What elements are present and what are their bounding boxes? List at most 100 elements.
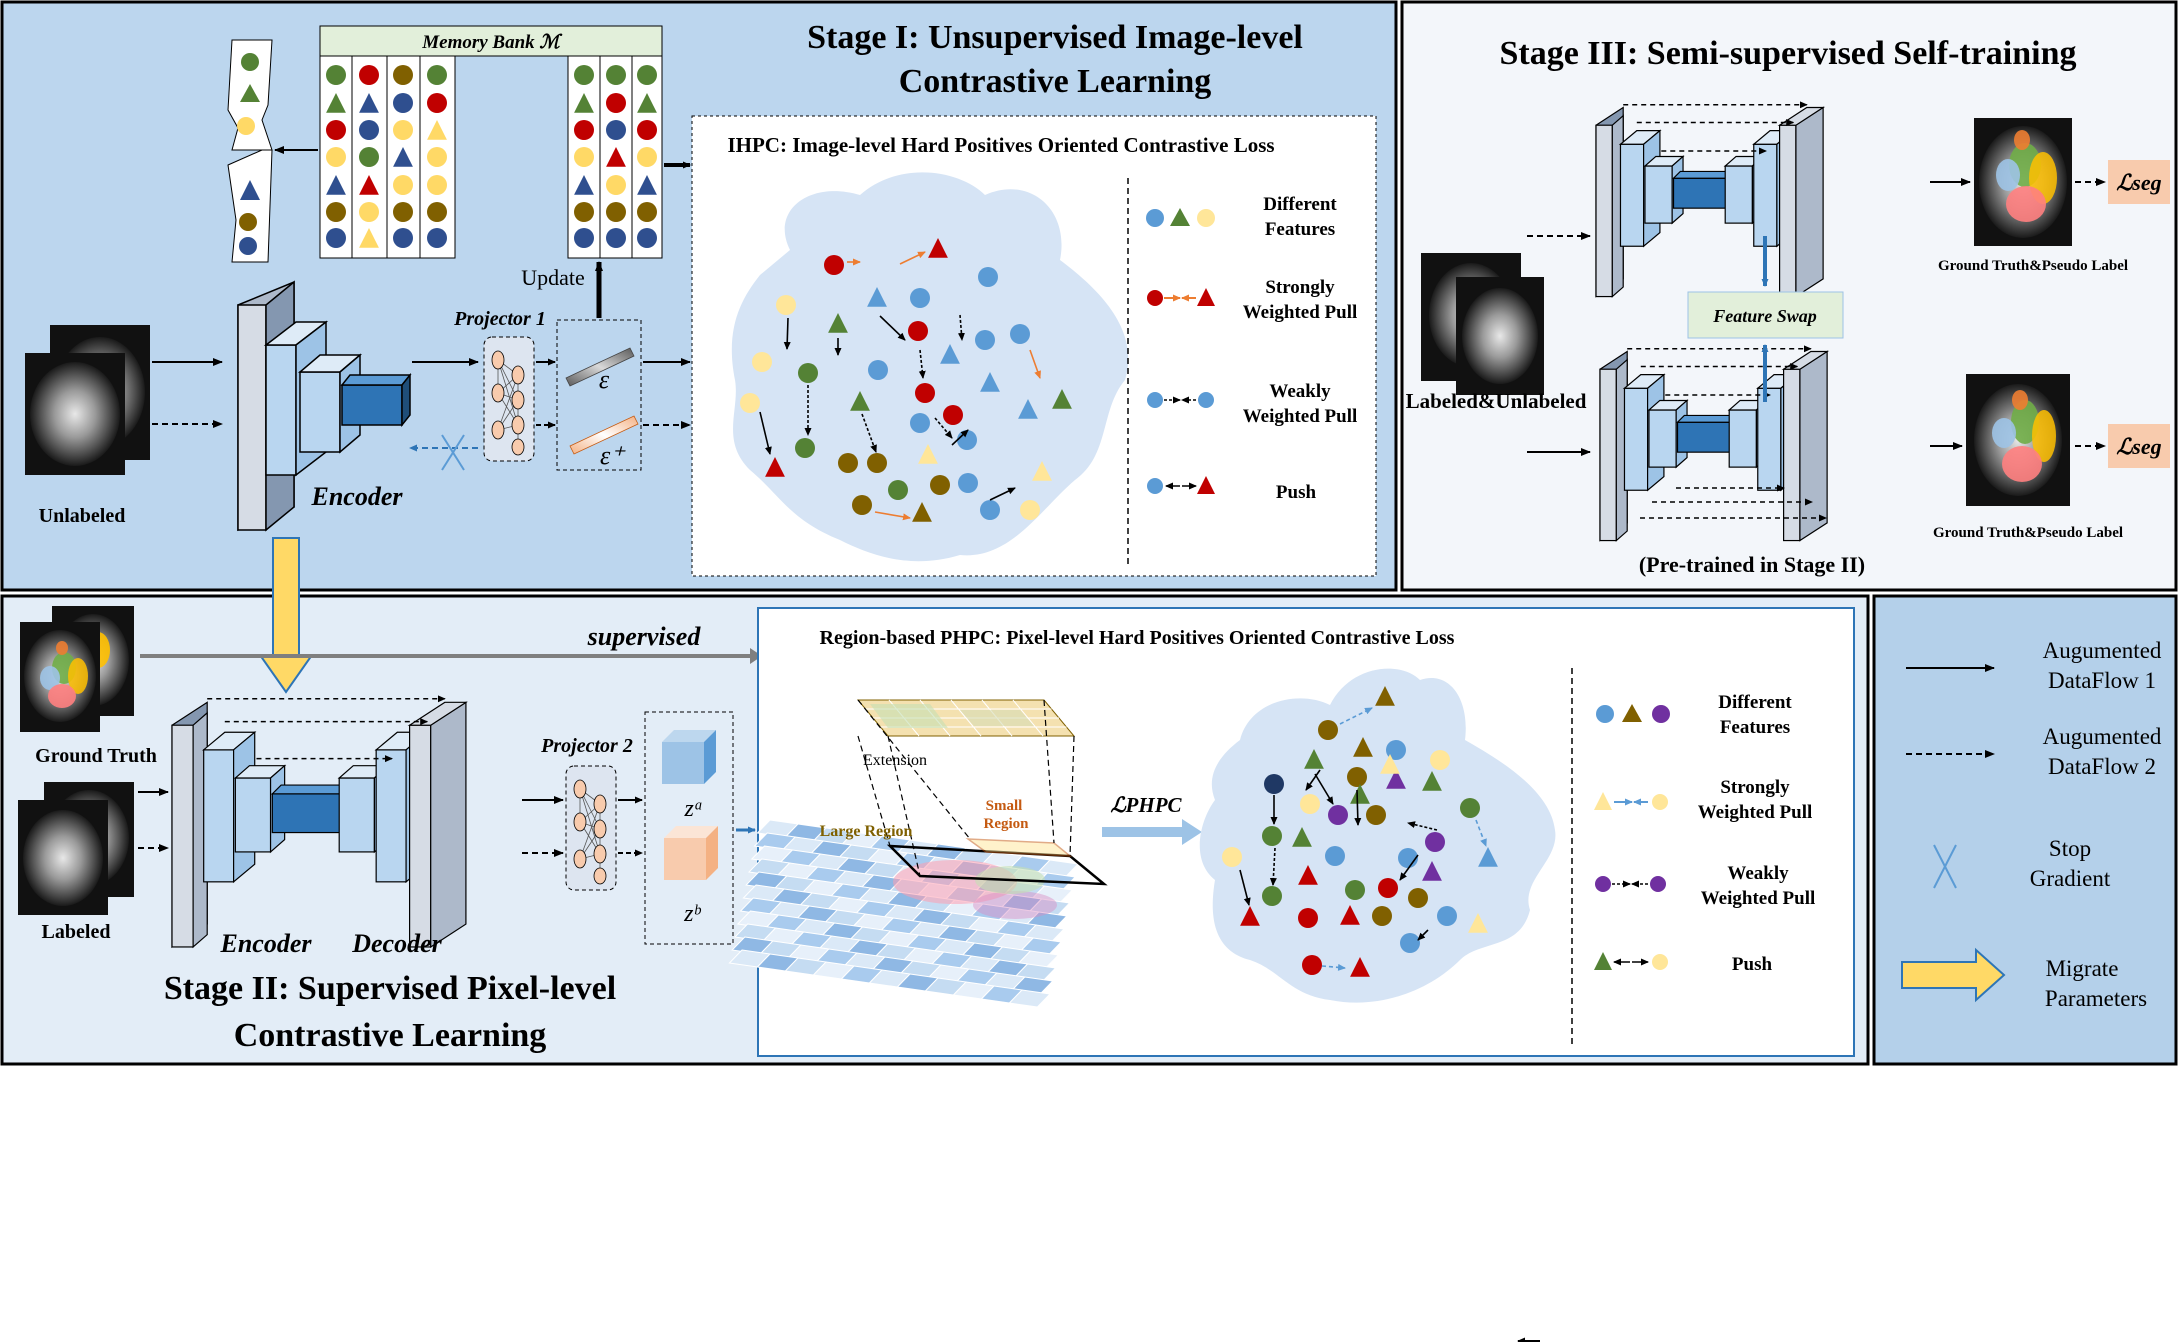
extension-label: Extension: [863, 752, 927, 769]
memory-item: [637, 175, 657, 195]
memory-item: [359, 65, 379, 85]
stage2-title-2: Contrastive Learning: [234, 1017, 547, 1054]
memory-item: [359, 93, 379, 113]
ihpc-legend-1a: Different: [1263, 194, 1337, 215]
feature-point: [928, 238, 948, 258]
ihpc-legend-4: Push: [1276, 482, 1317, 503]
memory-bank-label: Memory Bank ℳ: [421, 32, 563, 53]
memory-bank-dequeue: [227, 39, 273, 263]
phpc-legend-2a: Strongly: [1720, 777, 1790, 798]
key-migrate-2: Parameters: [2045, 986, 2147, 1011]
memory-item: [606, 93, 626, 113]
feature-point: [918, 444, 938, 464]
memory-item: [606, 65, 626, 85]
memory-item: [606, 147, 626, 167]
unlabeled-label: Unlabeled: [39, 505, 126, 527]
feature-point: [1430, 750, 1450, 770]
pretrained-label: (Pre-trained in Stage II): [1639, 552, 1865, 577]
feature-point: [1350, 784, 1370, 804]
feature-point: [980, 372, 1000, 392]
phpc-legend-1b: Features: [1720, 717, 1790, 738]
labeled-unlabeled-images: [1421, 253, 1544, 395]
stop-gradient-icon: [441, 434, 465, 471]
feature-point: [867, 287, 887, 307]
relation-arrow: [1029, 349, 1041, 379]
lseg-lower: ℒseg: [2116, 434, 2161, 459]
key-migrate-arrow: [1901, 947, 2006, 1003]
relation-arrow: [874, 511, 911, 521]
feature-point: [943, 405, 963, 425]
feature-point: [1468, 913, 1488, 933]
memory-item: [427, 93, 447, 113]
key-aug2-2: DataFlow 2: [2048, 754, 2156, 779]
feature-point: [1345, 880, 1365, 900]
relation-arrow: [1239, 869, 1251, 906]
feature-point: [1437, 906, 1457, 926]
feature-point: [957, 430, 977, 450]
ihpc-legend-2b: Weighted Pull: [1243, 302, 1358, 323]
feature-point: [912, 502, 932, 522]
unlabeled-images: [25, 325, 150, 475]
phpc-loss-arrow: [1102, 819, 1202, 845]
feature-point: [838, 453, 858, 473]
feature-point: [1378, 878, 1398, 898]
memory-item: [574, 147, 594, 167]
stage3-lower-unet: [1599, 345, 1830, 542]
memory-item: [574, 120, 594, 140]
feature-point: [1353, 737, 1373, 757]
small-region-label-2: Region: [984, 816, 1030, 832]
labeled-unlabeled-label: Labeled&Unlabeled: [1406, 389, 1587, 413]
feature-point: [1372, 906, 1392, 926]
large-region-label: Large Region: [820, 823, 913, 840]
key-aug1-1: Augumented: [2043, 638, 2162, 663]
projector2: [565, 765, 617, 891]
stage3-title: Stage III: Semi-supervised Self-training: [1499, 35, 2076, 72]
feature-point: [1340, 905, 1360, 925]
phpc-legend-4: Push: [1732, 954, 1773, 975]
feature-point: [958, 473, 978, 493]
feature-point: [1020, 500, 1040, 520]
feature-point: [798, 363, 818, 383]
stage3-upper-unet: [1595, 101, 1826, 298]
feature-point: [850, 391, 870, 411]
za-label: zᵃ: [684, 796, 704, 822]
supervised-label: supervised: [587, 622, 702, 651]
memory-item: [427, 228, 447, 248]
memory-item: [574, 175, 594, 195]
feature-point: [1375, 686, 1395, 706]
stage1-encoder-label: Encoder: [311, 482, 404, 511]
phpc-points: [1222, 686, 1498, 977]
memory-item: [393, 175, 413, 195]
memory-item: [427, 65, 447, 85]
memory-item: [427, 147, 447, 167]
ihpc-title: IHPC: Image-level Hard Positives Oriente…: [727, 133, 1274, 157]
memory-item: [574, 93, 594, 113]
memory-item: [427, 120, 447, 140]
memory-item: [359, 175, 379, 195]
memory-item: [393, 65, 413, 85]
relation-arrow: [934, 417, 953, 439]
memory-item: [326, 175, 346, 195]
feature-point: [1347, 767, 1367, 787]
stage2-unet: [171, 695, 468, 949]
relation-arrow: [1269, 847, 1277, 886]
phpc-legend-3a: Weakly: [1727, 863, 1789, 884]
memory-item: [637, 120, 657, 140]
feature-point: [910, 288, 930, 308]
zb-label: zᵇ: [683, 901, 701, 927]
phpc-legend: [1594, 704, 1670, 970]
feature-point: [1460, 798, 1480, 818]
feature-point: [1328, 805, 1348, 825]
feature-point: [1032, 461, 1052, 481]
key-aug1-2: DataFlow 1: [2048, 668, 2156, 693]
feature-point: [1240, 906, 1260, 926]
phpc-legend-3b: Weighted Pull: [1701, 888, 1816, 909]
small-region-label-1: Small: [986, 798, 1023, 814]
feature-point: [1302, 955, 1322, 975]
relation-arrow: [1475, 819, 1487, 847]
feature-point: [1325, 846, 1345, 866]
memory-item: [574, 228, 594, 248]
feature-point: [940, 344, 960, 364]
feature-point: [1408, 888, 1428, 908]
feature-point: [1018, 399, 1038, 419]
